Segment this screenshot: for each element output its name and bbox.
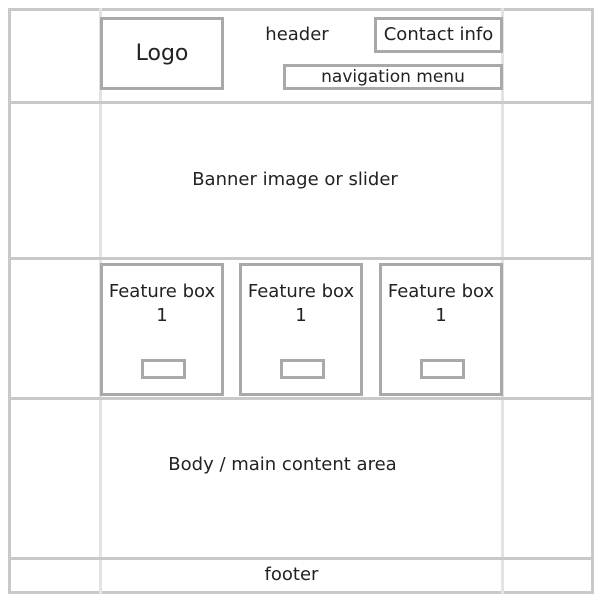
body-divider (8, 557, 594, 560)
feature-box-1[interactable]: Feature box 1 (100, 263, 224, 396)
feature-box-3[interactable]: Feature box 1 (379, 263, 503, 396)
logo-box[interactable]: Logo (100, 17, 224, 90)
navigation-menu-box[interactable]: navigation menu (283, 64, 503, 90)
header-label: header (265, 24, 329, 45)
feature-box-title: Feature box 1 (387, 281, 495, 326)
contact-info-box[interactable]: Contact info (374, 17, 503, 53)
feature-box-title: Feature box 1 (108, 281, 216, 326)
contact-info-label: Contact info (383, 24, 494, 45)
feature-box-title: Feature box 1 (247, 281, 355, 326)
logo-label: Logo (135, 40, 189, 66)
features-divider (8, 397, 594, 400)
feature-box-button[interactable] (141, 359, 186, 379)
banner-divider (8, 257, 594, 260)
feature-box-button[interactable] (420, 359, 465, 379)
feature-box-button[interactable] (280, 359, 325, 379)
body-content-label: Body / main content area (168, 454, 397, 475)
header-divider (8, 101, 594, 104)
footer-label: footer (264, 564, 319, 585)
navigation-menu-label: navigation menu (321, 66, 465, 87)
banner-label: Banner image or slider (192, 169, 398, 190)
feature-box-2[interactable]: Feature box 1 (239, 263, 363, 396)
page-frame (8, 8, 594, 594)
